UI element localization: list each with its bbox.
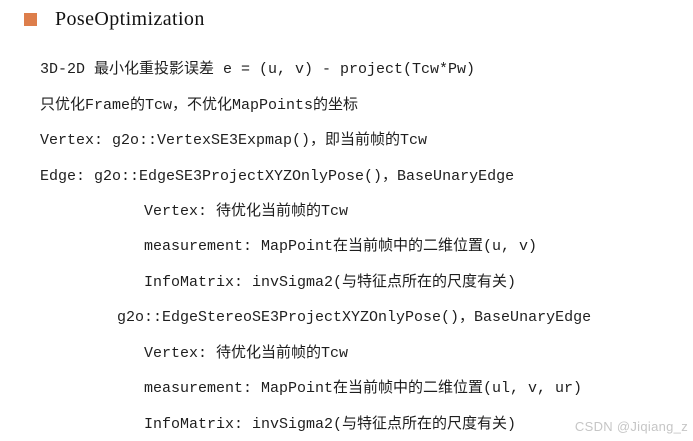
text-line: Edge: g2o::EdgeSE3ProjectXYZOnlyPose()，B… xyxy=(40,167,515,185)
text-line: Vertex: g2o::VertexSE3Expmap()，即当前帧的Tcw xyxy=(40,132,428,150)
text-line: measurement: MapPoint在当前帧中的二维位置(ul, v, u… xyxy=(144,380,583,398)
text-line: InfoMatrix: invSigma2(与特征点所在的尺度有关) xyxy=(144,273,517,291)
text-line: InfoMatrix: invSigma2(与特征点所在的尺度有关) xyxy=(144,415,517,433)
text-line: 只优化Frame的Tcw，不优化MapPoints的坐标 xyxy=(40,96,359,114)
text-line: measurement: MapPoint在当前帧中的二维位置(u, v) xyxy=(144,238,538,256)
slide-title-row: PoseOptimization xyxy=(0,6,205,32)
slide-body: 3D-2D 最小化重投影误差 e = (u, v) - project(Tcw*… xyxy=(0,50,693,440)
text-line: 3D-2D 最小化重投影误差 e = (u, v) - project(Tcw*… xyxy=(40,61,476,79)
page-title: PoseOptimization xyxy=(55,7,205,30)
text-line: Vertex: 待优化当前帧的Tcw xyxy=(144,344,349,362)
text-line: Vertex: 待优化当前帧的Tcw xyxy=(144,202,349,220)
text-line: g2o::EdgeStereoSE3ProjectXYZOnlyPose()，B… xyxy=(117,309,592,327)
title-bullet-icon xyxy=(24,12,37,26)
